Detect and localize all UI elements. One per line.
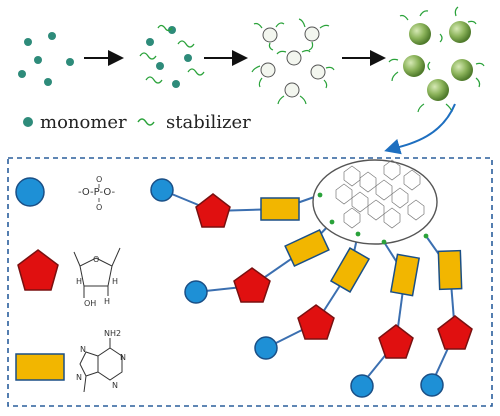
adenine-structure xyxy=(79,338,123,393)
base-unit xyxy=(389,253,421,297)
detail-frame xyxy=(7,157,493,407)
nanoparticle-core xyxy=(312,159,438,245)
adenine-amine: NH2 xyxy=(104,329,121,338)
base-legend: NH2 N N N N xyxy=(15,329,126,393)
anchor-dots xyxy=(317,192,429,245)
sugar-h-right: H xyxy=(112,277,118,286)
phosphate-legend: -O-P-O- O O xyxy=(15,175,115,212)
stage-stabilized-nanoparticles xyxy=(388,6,485,113)
sugar-legend: O H H OH H xyxy=(17,247,121,308)
adenine-nitrogen-7: N xyxy=(80,345,86,354)
stabilizer-legend-label: stabilizer xyxy=(166,112,251,133)
base-unit xyxy=(260,197,300,221)
sugar-hydroxyl: OH xyxy=(84,299,96,308)
monomer-legend-marker xyxy=(23,117,33,127)
phosphate-bottom-oxygen: O xyxy=(96,203,102,212)
base-unit xyxy=(284,229,330,267)
phosphate-unit xyxy=(254,336,278,360)
phosphate-unit xyxy=(150,178,174,202)
sugar-unit xyxy=(378,324,414,359)
base-units xyxy=(260,197,463,297)
base-unit xyxy=(437,249,463,291)
stage-monomers-and-stabilizers xyxy=(139,24,205,88)
sugar-unit xyxy=(437,315,473,350)
sugar-unit xyxy=(195,193,231,228)
stage-monomers xyxy=(18,32,74,86)
sugar-h-left: H xyxy=(76,277,82,286)
phosphate-symbol xyxy=(15,177,45,207)
sugar-unit xyxy=(297,304,335,340)
phosphate-unit xyxy=(350,374,374,398)
sugar-symbol xyxy=(17,249,59,291)
sugar-unit xyxy=(233,267,271,303)
zoom-connector-arrow xyxy=(384,103,456,155)
phosphate-top-oxygen: O xyxy=(96,175,102,184)
base-symbol xyxy=(15,353,65,381)
monomer-legend-label: monomer xyxy=(40,112,127,133)
phosphate-formula: -O-P-O- xyxy=(78,187,115,198)
sugar-ring-oxygen: O xyxy=(93,255,99,264)
deoxyribose-structure xyxy=(73,247,121,298)
base-unit xyxy=(329,247,371,293)
sugar-units xyxy=(195,193,473,359)
sugar-h-bottom: H xyxy=(104,297,110,306)
phosphate-units xyxy=(150,178,444,398)
adenine-nitrogen-1: N xyxy=(120,353,126,362)
phosphate-unit xyxy=(184,280,208,304)
stage-nuclei-with-stabilizers xyxy=(251,18,335,105)
adenine-nitrogen-3: N xyxy=(112,381,118,390)
adenine-nitrogen-9: N xyxy=(76,373,82,382)
stabilizer-legend-marker xyxy=(137,118,155,126)
legend: monomer stabilizer xyxy=(23,112,251,133)
phosphate-unit xyxy=(420,373,444,397)
